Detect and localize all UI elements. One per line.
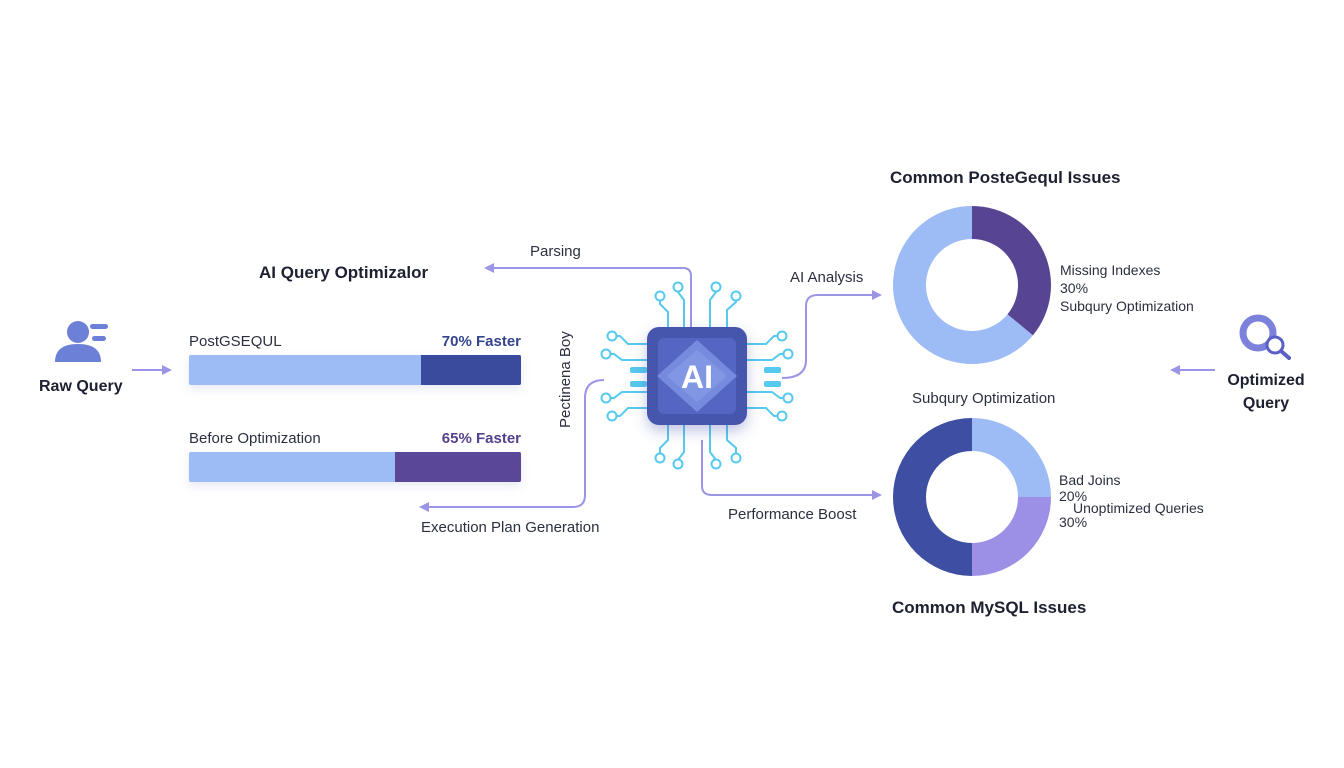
chip-pin-3	[764, 367, 781, 373]
optimized-query-label-line2: Query	[1242, 395, 1290, 412]
performance-boost-arrow	[701, 440, 882, 500]
mysql-annotation-2: 20%	[1059, 488, 1088, 504]
user-query-icon	[55, 321, 108, 362]
chip-pin-2	[630, 381, 647, 387]
bar1-fill	[421, 355, 521, 385]
postgres-donut-slice-1	[972, 206, 1052, 336]
circuit-trace-2	[677, 287, 685, 327]
mysql-donut-slice-3	[893, 418, 972, 576]
circuit-trace-10	[606, 353, 647, 361]
postgres-issues-donut	[893, 206, 1052, 365]
search-magnifier-icon	[1239, 314, 1291, 360]
page-title: AI Query Optimizalor	[259, 263, 429, 282]
optimized-query-label-line1: Optimized	[1227, 372, 1305, 389]
bar2-faster-label: 65% Faster	[441, 430, 521, 447]
circuit-node-15	[782, 392, 794, 404]
ai-chip-label: AI	[681, 359, 713, 395]
circuit-node-16	[776, 410, 788, 422]
postgres-annotation-2: 30%	[1060, 280, 1089, 296]
bar1-track	[189, 355, 521, 385]
circuit-traces	[600, 281, 794, 470]
bar2-fill	[394, 452, 521, 482]
circuit-node-2	[672, 281, 684, 293]
bar1-faster-label: 70% Faster	[441, 333, 521, 350]
ai-analysis-arrow	[781, 290, 882, 379]
circuit-node-6	[672, 458, 684, 470]
circuit-trace-3	[709, 287, 717, 327]
circuit-trace-15	[747, 391, 788, 399]
circuit-node-9	[606, 330, 618, 342]
postgres-donut-slice-2	[893, 206, 1033, 365]
postgres-chart-title: Common PosteGequl Issues	[890, 168, 1121, 187]
circuit-node-4	[730, 290, 742, 302]
circuit-node-1	[654, 290, 666, 302]
circuit-trace-6	[677, 425, 685, 464]
execution-plan-label: Execution Plan Generation	[421, 519, 600, 536]
mysql-donut-slice-2	[972, 497, 1051, 576]
circuit-node-13	[776, 330, 788, 342]
mysql-annotation-1: Bad Joins	[1059, 472, 1121, 488]
mysql-chart-title: Common MySQL Issues	[892, 598, 1087, 617]
mysql-issues-donut	[893, 418, 1051, 576]
circuit-node-3	[710, 281, 722, 293]
parsing-arrow	[484, 263, 692, 328]
circuit-node-7	[710, 458, 722, 470]
bar1-label: PostGSEQUL	[189, 333, 282, 350]
circuit-node-8	[730, 452, 742, 464]
raw-query-label: Raw Query	[39, 378, 123, 395]
bar2-track	[189, 452, 521, 482]
circuit-trace-11	[606, 391, 647, 399]
performance-boost-label: Performance Boost	[728, 506, 857, 523]
circuit-node-5	[654, 452, 666, 464]
chip-pin-4	[764, 381, 781, 387]
postgres-annotation-1: Missing Indexes	[1060, 262, 1161, 278]
circuit-node-11	[600, 392, 612, 404]
circuit-node-12	[606, 410, 618, 422]
mysql-chart-subtitle: Subqury Optimization	[912, 390, 1056, 407]
bar2-label: Before Optimization	[189, 430, 321, 447]
circuit-trace-7	[709, 425, 717, 464]
parsing-label: Parsing	[530, 243, 581, 260]
chip-pin-1	[630, 367, 647, 373]
circuit-trace-14	[747, 353, 788, 361]
execution-plan-arrow	[419, 379, 605, 512]
mysql-annotation-4: 30%	[1059, 514, 1088, 530]
mysql-annotation-3: Unoptimized Queries	[1073, 500, 1204, 516]
circuit-node-14	[782, 348, 794, 360]
ai-analysis-label: AI Analysis	[790, 269, 864, 286]
postgres-annotation-3: Subqury Optimization	[1060, 298, 1194, 314]
vertical-flow-label: Pectinena Boy	[557, 331, 574, 428]
circuit-node-10	[600, 348, 612, 360]
mysql-donut-slice-1	[972, 418, 1051, 497]
